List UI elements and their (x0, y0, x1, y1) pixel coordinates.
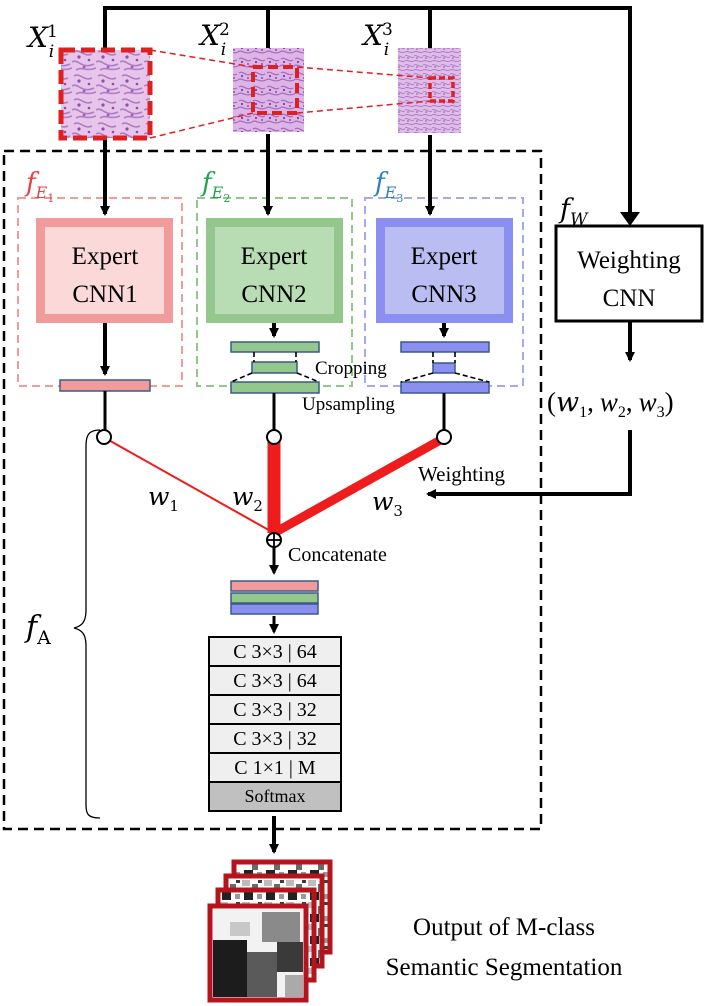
fa-brace (73, 429, 101, 819)
conv-layer-3: C 3×3 | 32 (208, 694, 342, 725)
segmentation-map-front (213, 909, 303, 997)
softmax-label: Softmax (245, 786, 306, 806)
conv-layer-label: C 3×3 | 64 (233, 670, 317, 692)
conv-layer-2: C 3×3 | 64 (208, 665, 342, 696)
expert-to-node-lines (103, 391, 446, 430)
expert-cnn-1-line2: CNN1 (72, 281, 137, 308)
expert-cnn-2-line2: CNN2 (241, 281, 306, 308)
zoom-guide-lines (149, 49, 431, 139)
expert-cnn-2-line1: Expert (241, 243, 308, 270)
expert-2-crop-upsample (230, 323, 320, 394)
conv-layer-label: C 3×3 | 32 (233, 699, 317, 721)
softmax-layer: Softmax (208, 781, 342, 812)
fa-label: fA (24, 610, 51, 649)
expert-3-crop-upsample (400, 323, 490, 394)
weighted-connections (104, 433, 449, 538)
weight-label-2: w2 (232, 482, 263, 515)
expert-1-feature-map (59, 379, 151, 392)
output-caption-line2: Semantic Segmentation (386, 954, 623, 981)
upsampling-label: Upsampling (302, 394, 395, 415)
expert-frame-3 (364, 197, 524, 387)
weighting-arrow-label: Weighting (418, 462, 505, 486)
expert-cnn-3-box: Expert CNN3 (376, 218, 513, 323)
output-caption-line1: Output of M-class (413, 914, 595, 941)
conv-layer-label: C 3×3 | 64 (233, 641, 317, 663)
input-patch-1 (58, 47, 153, 141)
weight-label-3: w3 (372, 487, 403, 520)
cropping-label: Cropping (315, 358, 387, 379)
expert-cnn-3-line1: Expert (411, 243, 478, 270)
weighting-nodes (96, 429, 452, 445)
conv-layer-label: C 1×1 | M (234, 757, 316, 779)
expert-label-2: fE2 (200, 168, 230, 205)
expert-cnn-1-box: Expert CNN1 (36, 218, 173, 323)
conv-layer-label: C 3×3 | 32 (233, 728, 317, 750)
weighting-cnn-line1: Weighting (577, 247, 681, 274)
weighting-cnn-line2: CNN (603, 285, 656, 312)
weight-label-1: w1 (148, 482, 179, 515)
weights-tuple-label: (w1,w2,w3) (547, 387, 674, 421)
aggregation-layer-stack: C 3×3 | 64 C 3×3 | 64 C 3×3 | 32 C 3×3 | 32… (208, 636, 342, 812)
weighting-cnn-box (554, 224, 704, 323)
conv-layer-5: C 1×1 | M (208, 752, 342, 783)
conv-layer-4: C 3×3 | 32 (208, 723, 342, 754)
segmentation-output-stack (207, 859, 333, 1003)
expert-label-1: fE1 (24, 168, 54, 205)
input-patch-3 (398, 48, 461, 133)
expert-cnn-2-box: Expert CNN2 (206, 218, 343, 323)
weighting-feedback-line (426, 430, 632, 499)
input-patch-2 (233, 48, 304, 132)
conv-layer-1: C 3×3 | 64 (208, 636, 342, 667)
concatenate-node (266, 532, 282, 548)
expert-cnn-3-line2: CNN3 (411, 281, 476, 308)
concatenated-feature-maps (230, 580, 319, 615)
weighting-cnn-input-arrowhead (620, 212, 640, 226)
expert-cnn-1-line1: Expert (72, 243, 139, 270)
expert-label-3: fE3 (373, 168, 403, 205)
concatenate-label: Concatenate (288, 544, 387, 566)
input-to-expert-arrows (100, 134, 435, 216)
